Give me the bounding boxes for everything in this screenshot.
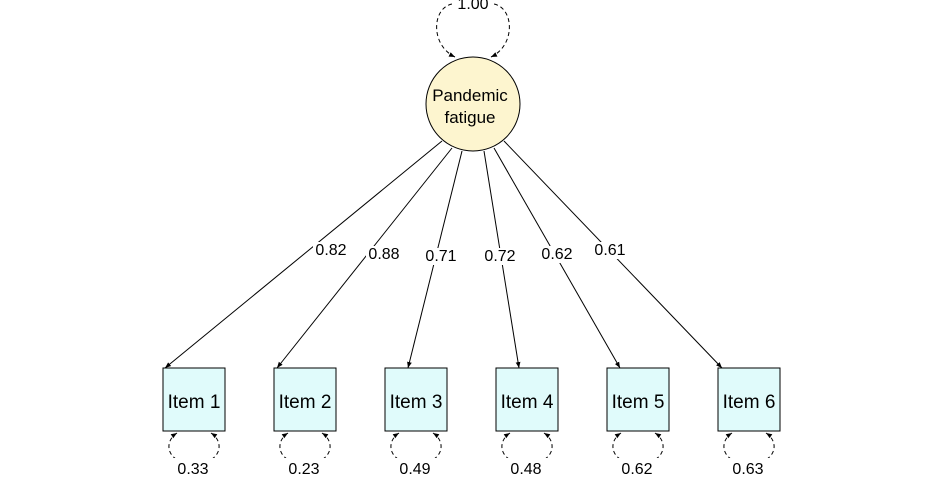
residual-value: 0.63: [732, 461, 763, 478]
latent-label-line2: fatigue: [444, 108, 495, 127]
residual-label-bg: [174, 458, 214, 476]
residual-arc: [419, 432, 442, 464]
residual-arc: [168, 432, 191, 464]
residual-value: 0.23: [288, 461, 319, 478]
loading-value: 0.62: [541, 246, 572, 263]
item-label: Item 3: [390, 392, 443, 413]
loading-paths: 0.82 0.88 0.71 0.72 0.62 0.61: [164, 140, 723, 369]
residual-arc: [390, 432, 413, 464]
residual-value: 0.48: [510, 461, 541, 478]
latent-label-line1: Pandemic: [432, 86, 508, 105]
residual-arc: [530, 432, 553, 464]
item-box: [273, 367, 337, 432]
loading-arrow: [164, 140, 443, 369]
item-label: Item 4: [501, 392, 554, 413]
item-node: Item 4 0.48: [495, 367, 559, 478]
item-label: Item 6: [723, 392, 776, 413]
item-box: [384, 367, 448, 432]
loading-label-bg: [592, 242, 628, 259]
latent-variance-arc: [436, 3, 456, 58]
residual-arc: [612, 432, 635, 464]
residual-arc: [279, 432, 302, 464]
item-box: [162, 367, 226, 432]
residual-arc: [641, 432, 664, 464]
loading-label-bg: [539, 246, 575, 263]
item-box: [606, 367, 670, 432]
loading-value: 0.72: [484, 248, 515, 265]
item-label: Item 1: [168, 392, 221, 413]
residual-label-bg: [285, 458, 325, 476]
residual-value: 0.33: [177, 461, 208, 478]
loading-label-bg: [482, 248, 518, 265]
loading-arrow: [276, 147, 453, 369]
latent-variance-value: 1.00: [457, 0, 488, 13]
item-node: Item 3 0.49: [384, 367, 448, 478]
residual-arc: [752, 432, 775, 464]
residual-label-bg: [618, 458, 658, 476]
loading-label-bg: [313, 242, 349, 259]
residual-arc: [501, 432, 524, 464]
loading-value: 0.71: [425, 248, 456, 265]
item-node: Item 5 0.62: [606, 367, 670, 478]
latent-node: Pandemic fatigue: [425, 56, 521, 152]
latent-variance-arc: [490, 3, 510, 58]
residual-value: 0.49: [399, 461, 430, 478]
residual-label-bg: [396, 458, 436, 476]
loading-label-bg: [366, 246, 402, 263]
item-box: [495, 367, 559, 432]
residual-arc: [723, 432, 746, 464]
residual-arc: [197, 432, 220, 464]
residual-value: 0.62: [621, 461, 652, 478]
indicator-items: Item 1 0.33 Item 2 0.23 Item 3 0.49 Item 4 0.48…: [162, 367, 781, 478]
item-node: Item 2 0.23: [273, 367, 337, 478]
item-node: Item 1 0.33: [162, 367, 226, 478]
loading-value: 0.88: [368, 246, 399, 263]
item-node: Item 6 0.63: [717, 367, 781, 478]
loading-label-bg: [423, 248, 459, 265]
latent-circle: [425, 56, 521, 152]
residual-arc: [308, 432, 331, 464]
item-box: [717, 367, 781, 432]
loading-value: 0.61: [594, 242, 625, 259]
latent-variance-loop: 1.00: [436, 0, 510, 58]
item-label: Item 5: [612, 392, 665, 413]
residual-label-bg: [507, 458, 547, 476]
loading-value: 0.82: [315, 242, 346, 259]
item-label: Item 2: [279, 392, 332, 413]
residual-label-bg: [729, 458, 769, 476]
